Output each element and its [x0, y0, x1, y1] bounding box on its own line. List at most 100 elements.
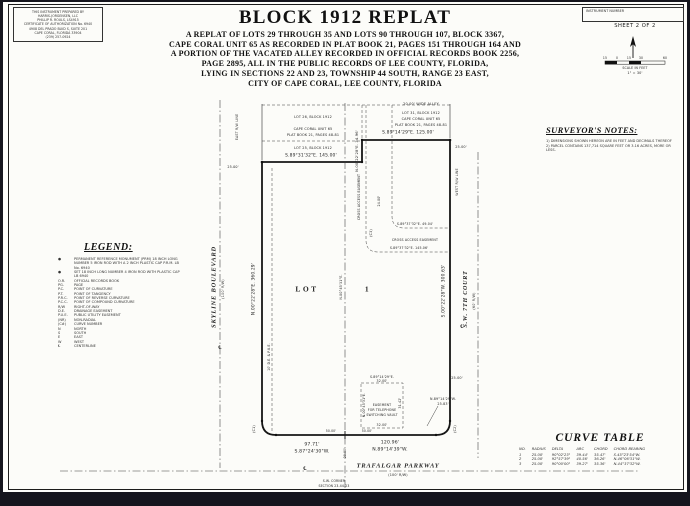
- legend-item: PG.PAGE: [58, 283, 84, 288]
- prepared-by-line: 4908 DEL PRADO BLVD S, SUITE 201: [28, 26, 88, 31]
- street-label-trafalgar: TRAFALGAR PARKWAY: [356, 462, 440, 470]
- bearing-west-line: N.00°22'28"E. 360.29': [251, 262, 257, 316]
- prepared-by-line: PHILLIP R. ROULS, LS4915: [37, 18, 79, 23]
- surveyors-notes-heading: SURVEYOR'S NOTES:: [546, 125, 638, 135]
- partial-dimension: 50.00': [325, 429, 337, 433]
- scale-ratio: 1" = 30': [627, 70, 643, 75]
- tel-easement-label: FOR TELEPHONE: [367, 408, 397, 412]
- curve-label: (C3): [369, 229, 373, 237]
- cross-access-bearing-top: S.89°37'32"E. 49.04': [396, 222, 434, 226]
- legend-item: P.C.POINT OF CURVATURE: [58, 287, 113, 292]
- prepared-by-line: HARRIS-JORGENSEN, LLC: [37, 14, 79, 19]
- prepared-by-box: THIS INSTRUMENT PREPARED BY HARRIS-JORGE…: [13, 7, 103, 43]
- adjacent-lot-label: LOT 26, BLOCK 1912: [294, 115, 332, 119]
- tel-easement-length-bottom: 32.00': [376, 423, 388, 427]
- instrument-number-box: INSTRUMENT NUMBER: [582, 7, 684, 22]
- lot-number: 1: [364, 284, 372, 294]
- cross-access-easement-label-vertical: CROSS ACCESS EASEMENT: [357, 173, 361, 221]
- legend-item: (C#)CURVE NUMBER: [58, 322, 103, 327]
- west-rw-line-label: WEST R/W LINE: [455, 168, 459, 196]
- legend-item: (NR)NON-RADIAL: [58, 317, 97, 322]
- legend-item: ●SET 18 INCH LONG NUMBER 4 IRON ROD WITH…: [58, 270, 180, 279]
- alley-label: 20.00' WIDE ALLEY: [403, 102, 439, 106]
- cross-access-width: 24.00': [377, 195, 381, 207]
- scale-tick-label: 60: [662, 56, 668, 60]
- telephone-leader-line: [426, 405, 439, 427]
- prepared-by-line: THIS INSTRUMENT PREPARED BY: [32, 10, 84, 14]
- legend-item: D.E.DRAINAGE EASEMENT: [58, 309, 113, 314]
- sheet-border: [8, 4, 684, 490]
- prepared-by-line: CERTIFICATE OF AUTHORIZATION No. 6940: [23, 22, 93, 27]
- instrument-number-label: INSTRUMENT NUMBER: [586, 9, 625, 13]
- scale-tick-label: 30: [638, 56, 644, 60]
- south-east-bearing: N.89°14'39"W.: [372, 447, 408, 453]
- legend-list: ●PERMANENT REFERENCE MONUMENT (PRM) 18 I…: [58, 257, 182, 348]
- legend-item: O.R.OFFICIAL RECORDS BOOK: [58, 278, 120, 283]
- section-corner-label: SECTION 23-44-23: [318, 484, 350, 488]
- plat-title: BLOCK 1912 REPLAT: [238, 7, 452, 28]
- scale-caption: SCALE IN FEET: [622, 66, 648, 70]
- parcel-boundary: [261, 139, 451, 436]
- cross-access-easement-label: CROSS ACCESS EASEMENT: [391, 238, 439, 242]
- cross-access-easement-inner: [391, 141, 450, 229]
- bearing-east-line: S.00°22'28"W. 300.63': [441, 264, 447, 318]
- tel-easement-length-right: 31.42': [398, 397, 402, 409]
- curve-label: (C1): [252, 425, 256, 433]
- sheet-label: SHEET 2 OF 2: [614, 23, 656, 29]
- scale-tick-label: 15: [626, 56, 632, 60]
- adjacent-lot-label: LOT 31, BLOCK 1912: [402, 111, 440, 115]
- scale-tick-label: 15: [602, 56, 608, 60]
- legend-item: P.R.C.POINT OF REVERSE CURVATURE: [58, 296, 130, 301]
- tel-easement-bearing-top: S.89°14'29"E.: [369, 375, 395, 379]
- street-rw-trafalgar: (100' R/W): [388, 473, 408, 477]
- west-easement-label: 10' D.E. & P.U.E.: [267, 343, 271, 371]
- surveyors-note: 2) PARCEL CONTAINS 137,714 SQUARE FEET O…: [546, 144, 671, 153]
- legend-item: P.T.POINT OF TANGENCY: [58, 291, 111, 296]
- north-arrow-icon: [630, 36, 636, 58]
- prepared-by-line: (239) 257-0924: [45, 34, 71, 39]
- east-rw-line-label: EAST R/W LINE: [235, 113, 239, 141]
- scale-bar: [604, 60, 666, 65]
- bearing-notch: N.00°22'28"E. 34.96': [355, 130, 359, 172]
- curve-table-heading: CURVE TABLE: [555, 432, 645, 444]
- surveyors-note: 1) DIMENSIONS SHOWN HEREON ARE IN FEET A…: [546, 139, 672, 143]
- offset-dimension: 25.00': [451, 376, 463, 380]
- scale-tick-label: 0: [615, 56, 619, 60]
- telephone-easement-rect: [360, 382, 404, 429]
- tel-easement-label: EASEMENT: [372, 403, 392, 407]
- lot-label: LOT: [295, 284, 319, 294]
- legend-item: P.U.E.PUBLIC UTILITY EASEMENT: [58, 313, 121, 318]
- offset-dimension: 25.00': [455, 145, 467, 149]
- legend-item: ℄CENTERLINE: [58, 343, 96, 348]
- subtitle-line: CITY OF CAPE CORAL, LEE COUNTY, FLORIDA: [248, 78, 442, 88]
- plat-subtitle: A REPLAT OF LOTS 29 THROUGH 35 AND LOTS …: [0, 30, 690, 88]
- south-west-bearing: S.87°24'30"W.: [294, 449, 330, 455]
- tel-leader-length: 25.83': [437, 402, 449, 406]
- adjacent-book-label: PLAT BOOK 21, PAGES 48-81: [286, 133, 340, 137]
- south-west-distance: 97.71': [304, 442, 320, 448]
- centerline-symbol: ℄: [460, 324, 464, 330]
- street-rw-seventh-court: (60' R/W): [472, 292, 476, 310]
- centerline-symbol: ℄: [303, 466, 307, 472]
- adjacent-lot-label: LOT 25, BLOCK 1912: [294, 146, 332, 150]
- cross-access-bearing-bottom: S.89°37'32"E. 145.06': [389, 246, 429, 250]
- bearing-north-west-segment: S.89°31'32"E. 145.00': [285, 153, 337, 159]
- tel-easement-label: SWITCHING VAULT: [366, 413, 398, 417]
- legend-heading: LEGEND:: [84, 242, 133, 253]
- tel-easement-length-top: 32.00': [376, 379, 388, 383]
- subtitle-line: PAGE 2895, ALL IN THE PUBLIC RECORDS OF …: [201, 59, 489, 69]
- centerline-symbol: ℄: [218, 345, 222, 351]
- offset-dimension: 20.00': [343, 447, 347, 459]
